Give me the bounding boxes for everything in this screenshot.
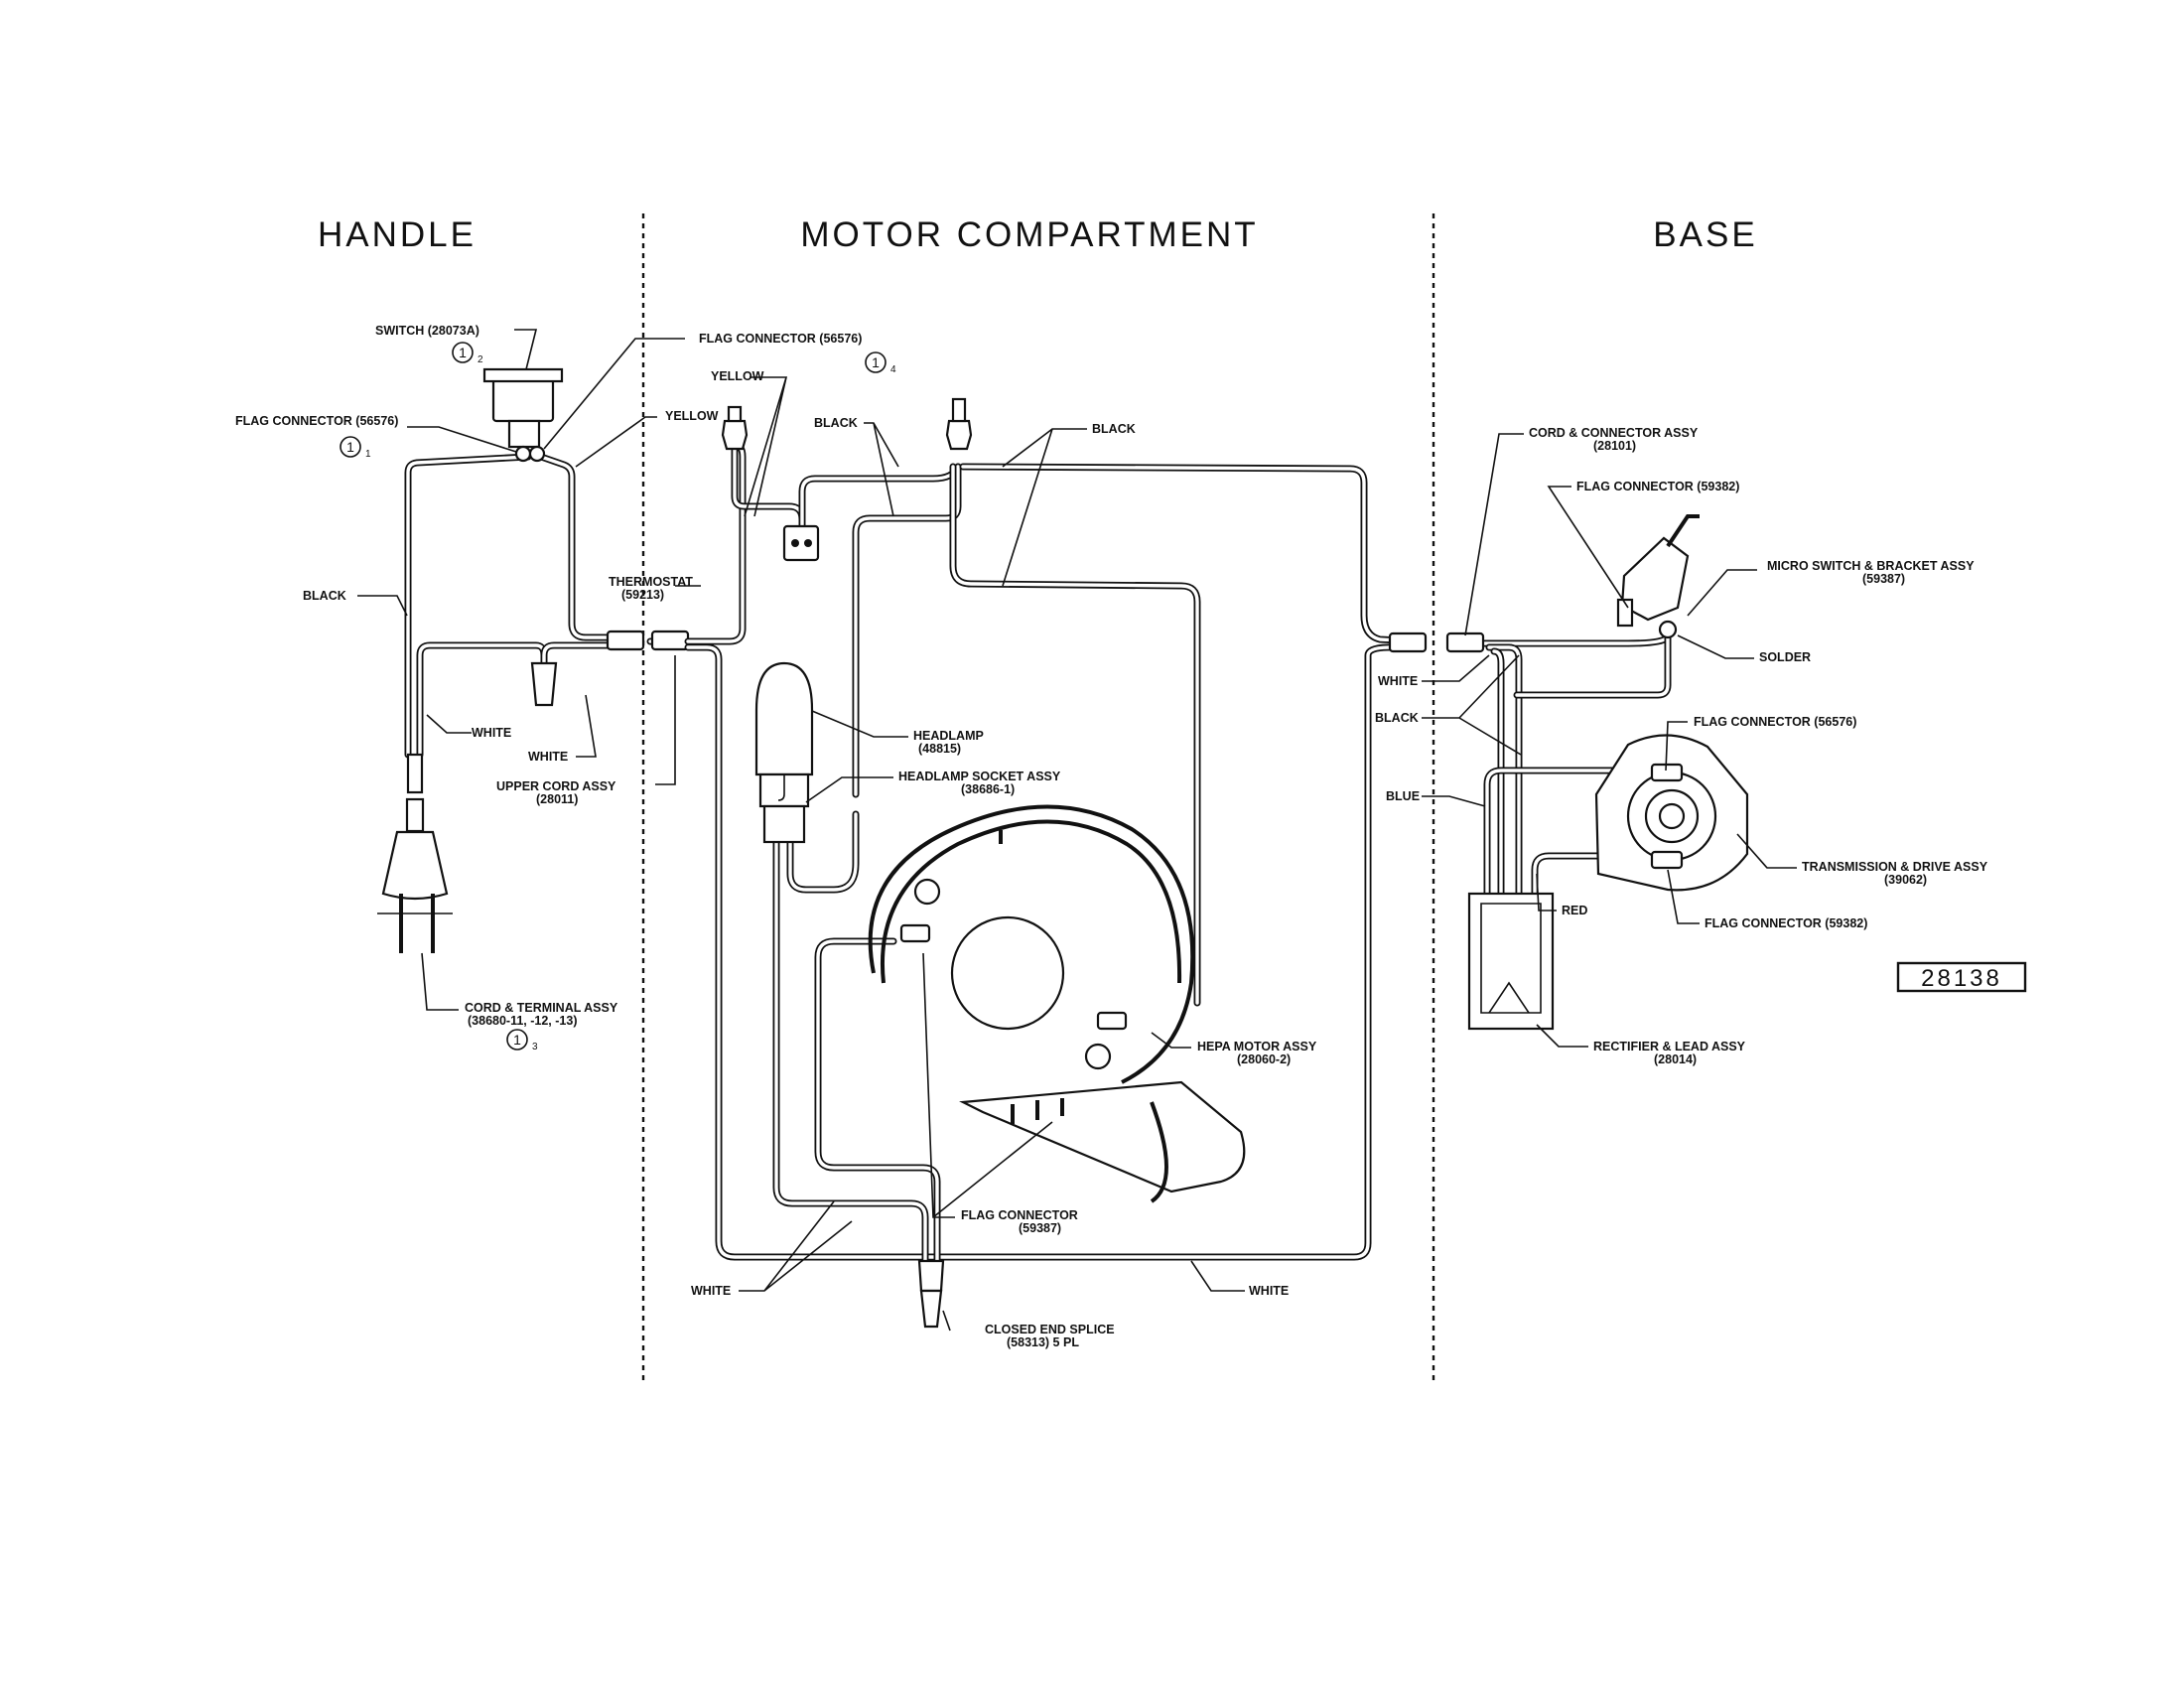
- label-cord-connector-part: (28101): [1593, 439, 1636, 453]
- note-circle-cord: 1 3: [506, 1029, 538, 1052]
- label-transmission-part: (39062): [1884, 873, 1927, 887]
- switch-part: [482, 367, 564, 463]
- label-headlamp-part: (48815): [918, 742, 961, 756]
- label-transmission: TRANSMISSION & DRIVE ASSY: [1802, 860, 1988, 874]
- label-headlamp-socket-part: (38686-1): [961, 782, 1015, 796]
- svg-text:1: 1: [513, 1032, 521, 1048]
- label-switch: SWITCH (28073A): [375, 324, 479, 338]
- svg-text:2: 2: [478, 354, 483, 365]
- label-yellow-motor: YELLOW: [711, 369, 764, 383]
- label-flag-connector-base-top: FLAG CONNECTOR (59382): [1576, 480, 1739, 493]
- section-title-motor: MOTOR COMPARTMENT: [800, 215, 1258, 254]
- label-black-handle: BLACK: [303, 589, 346, 603]
- label-red-base: RED: [1562, 904, 1587, 917]
- svg-text:1: 1: [346, 439, 354, 455]
- hepa-motor-part: [868, 804, 1246, 1203]
- plug-icon: [377, 753, 453, 953]
- svg-text:4: 4: [890, 364, 896, 375]
- closed-end-splice-part: [917, 1259, 945, 1329]
- svg-text:1: 1: [872, 354, 880, 370]
- label-white-bottom-right: WHITE: [1249, 1284, 1289, 1298]
- label-white-handle-1: WHITE: [472, 726, 511, 740]
- note-circle-flag-top: 1 4: [865, 351, 896, 375]
- transmission-part: [1594, 734, 1749, 892]
- svg-text:3: 3: [532, 1042, 538, 1052]
- svg-text:1: 1: [365, 449, 371, 460]
- label-cord-terminal-part: (38680-11, -12, -13): [468, 1014, 578, 1028]
- label-closed-end-splice: CLOSED END SPLICE: [985, 1323, 1115, 1336]
- label-yellow-handle: YELLOW: [665, 409, 719, 423]
- section-title-handle: HANDLE: [318, 215, 477, 254]
- label-rectifier: RECTIFIER & LEAD ASSY: [1593, 1040, 1746, 1053]
- part-id-box: 28138: [1896, 961, 2027, 993]
- label-flag-connector-motor-part: (59387): [1019, 1221, 1061, 1235]
- label-flag-connector-base-mid: FLAG CONNECTOR (56576): [1694, 715, 1856, 729]
- label-cord-connector: CORD & CONNECTOR ASSY: [1529, 426, 1699, 440]
- base-cord-connectors: [1388, 632, 1485, 653]
- label-micro-switch: MICRO SWITCH & BRACKET ASSY: [1767, 559, 1975, 573]
- label-thermostat-part: (59213): [621, 588, 664, 602]
- handle-wires: [404, 453, 687, 759]
- micro-switch-part: [1616, 514, 1700, 639]
- label-hepa-motor-part: (28060-2): [1237, 1052, 1291, 1066]
- label-white-handle-2: WHITE: [528, 750, 568, 764]
- label-rectifier-part: (28014): [1654, 1052, 1697, 1066]
- label-black-motor-1: BLACK: [814, 416, 858, 430]
- label-flag-connector-top: FLAG CONNECTOR (56576): [699, 332, 862, 346]
- label-cord-terminal: CORD & TERMINAL ASSY: [465, 1001, 618, 1015]
- label-blue-base: BLUE: [1386, 789, 1420, 803]
- headlamp-part: [754, 661, 814, 844]
- label-flag-connector-base-bottom: FLAG CONNECTOR (59382): [1705, 916, 1867, 930]
- wire-nut-handle: [530, 661, 558, 707]
- label-thermostat: THERMOSTAT: [609, 575, 693, 589]
- leader-lines: [357, 329, 1797, 1332]
- label-white-base: WHITE: [1378, 674, 1418, 688]
- splice-nut-top-left: [721, 405, 749, 451]
- label-black-base: BLACK: [1375, 711, 1419, 725]
- note-circle-flag-handle: 1 1: [340, 436, 371, 460]
- label-flag-connector-handle: FLAG CONNECTOR (56576): [235, 414, 398, 428]
- label-headlamp-socket: HEADLAMP SOCKET ASSY: [898, 770, 1061, 783]
- base-wires: [1455, 632, 1672, 898]
- label-closed-end-splice-part: (58313) 5 PL: [1007, 1335, 1079, 1349]
- label-black-motor-2: BLACK: [1092, 422, 1136, 436]
- part-id: 28138: [1921, 965, 2002, 992]
- callout-labels: SWITCH (28073A) FLAG CONNECTOR (56576) F…: [235, 324, 1988, 1349]
- label-flag-connector-motor: FLAG CONNECTOR: [961, 1208, 1078, 1222]
- thermostat-part: [782, 524, 820, 562]
- motor-wires: [684, 441, 1424, 1265]
- label-upper-cord: UPPER CORD ASSY: [496, 779, 616, 793]
- label-white-bottom-left: WHITE: [691, 1284, 731, 1298]
- label-micro-switch-part: (59387): [1862, 572, 1905, 586]
- svg-text:1: 1: [459, 345, 467, 360]
- splice-nut-top-right: [945, 397, 973, 451]
- label-upper-cord-part: (28011): [536, 792, 578, 806]
- label-hepa-motor: HEPA MOTOR ASSY: [1197, 1040, 1317, 1053]
- label-headlamp: HEADLAMP: [913, 729, 984, 743]
- note-circle-switch: 1 2: [452, 342, 483, 365]
- rectifier-part: [1467, 892, 1555, 1031]
- section-title-base: BASE: [1653, 215, 1757, 254]
- label-solder: SOLDER: [1759, 650, 1811, 664]
